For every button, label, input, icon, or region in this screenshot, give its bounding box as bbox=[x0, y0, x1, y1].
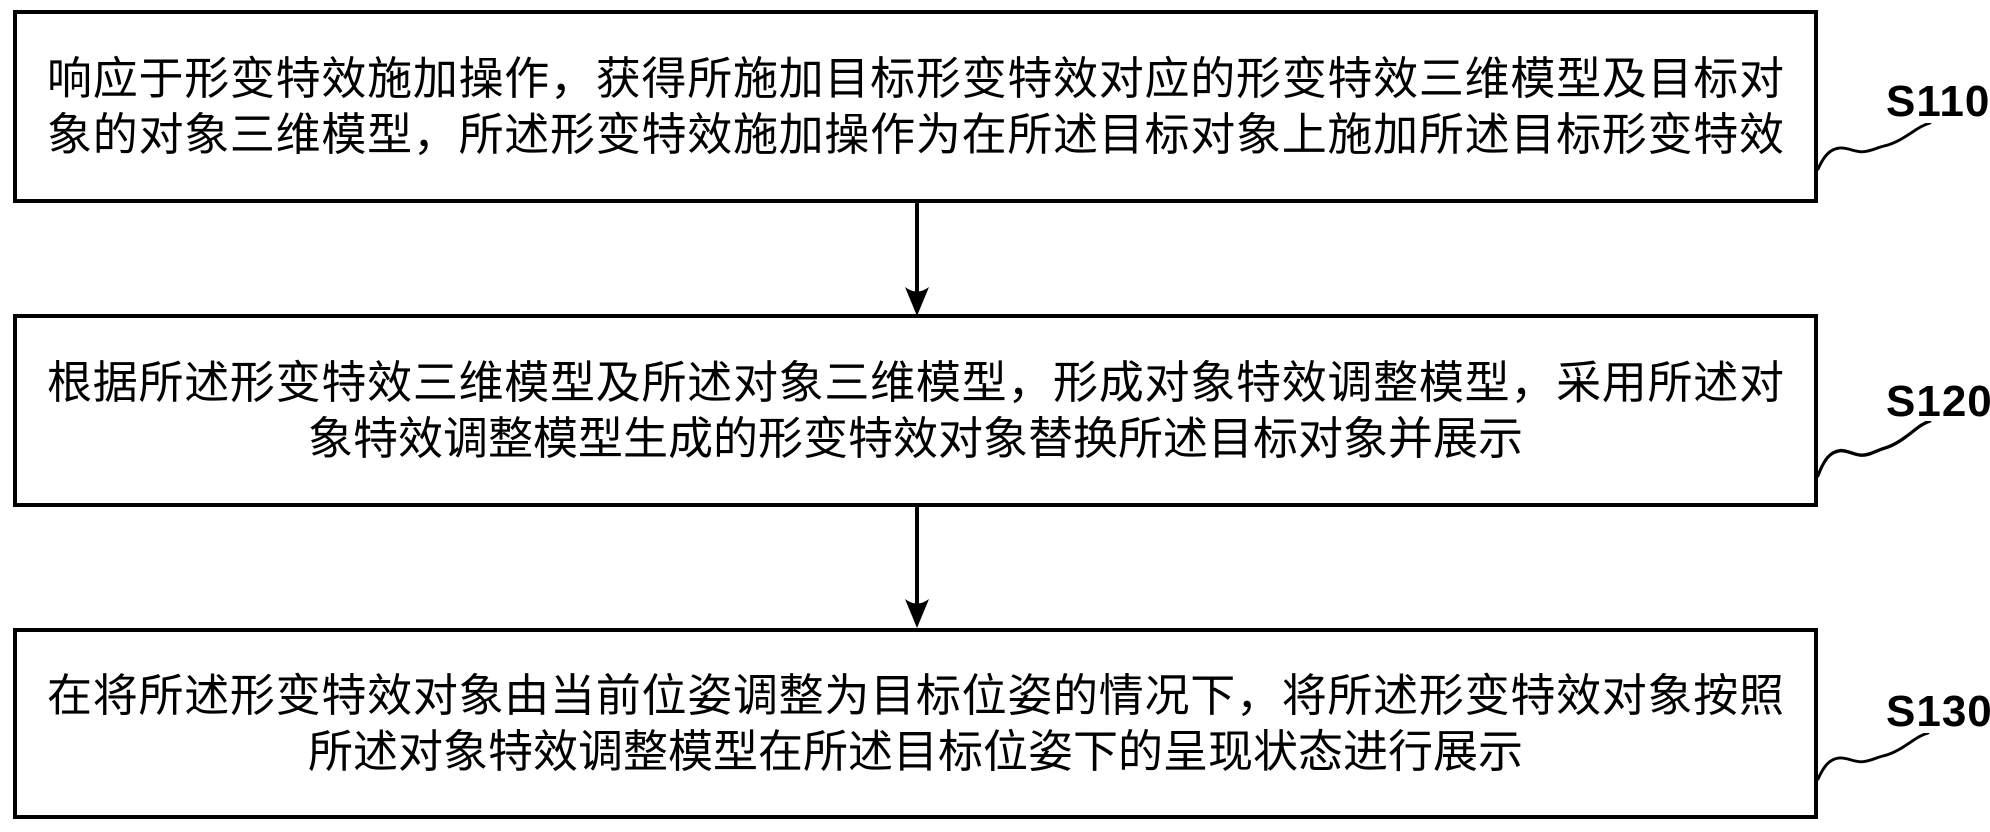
step-s120-text-line-2: 象特效调整模型生成的形变特效对象替换所述目标对象并展示 bbox=[307, 413, 1523, 464]
step-label-s120: S120 bbox=[1886, 377, 1990, 426]
step-label-s110: S110 bbox=[1886, 77, 1990, 126]
step-s130-text-line-1: 在将所述形变特效对象由当前位姿调整为目标位姿的情况下，将所述形变特效对象按照 bbox=[47, 670, 1784, 721]
step-s110-text-line-1: 响应于形变特效施加操作，获得所施加目标形变特效对应的形变特效三维模型及目标对 bbox=[47, 53, 1784, 104]
step-s130-text-line-2: 所述对象特效调整模型在所述目标位姿下的呈现状态进行展示 bbox=[307, 726, 1523, 777]
squiggle-connector-icon bbox=[1818, 733, 1930, 781]
step-s120-text-line-1: 根据所述形变特效三维模型及所述对象三维模型，形成对象特效调整模型，采用所述对 bbox=[47, 357, 1784, 408]
step-box-s120: 根据所述形变特效三维模型及所述对象三维模型，形成对象特效调整模型，采用所述对 象… bbox=[13, 314, 1818, 507]
step-label-s130: S130 bbox=[1886, 687, 1990, 736]
down-arrow-icon bbox=[905, 507, 929, 628]
step-s110-text-line-2: 象的对象三维模型，所述形变特效施加操作为在所述目标对象上施加所述目标形变特效 bbox=[47, 109, 1784, 160]
down-arrow-icon bbox=[905, 203, 929, 316]
step-box-s130: 在将所述形变特效对象由当前位姿调整为目标位姿的情况下，将所述形变特效对象按照 所… bbox=[13, 628, 1818, 819]
squiggle-connector-icon bbox=[1818, 123, 1932, 171]
step-box-s110: 响应于形变特效施加操作，获得所施加目标形变特效对应的形变特效三维模型及目标对 象… bbox=[13, 10, 1818, 203]
squiggle-connector-icon bbox=[1818, 421, 1932, 478]
